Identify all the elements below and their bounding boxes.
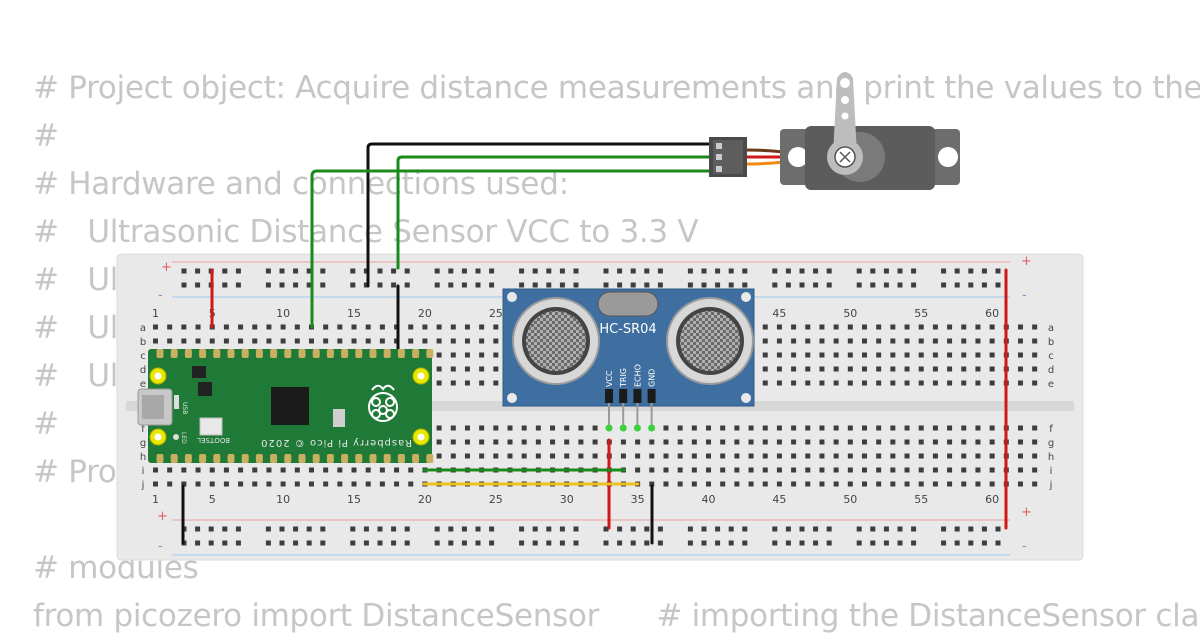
- code-line: from picozero import DistanceSensor # im…: [33, 598, 1200, 634]
- sensor-pin-label: GND: [648, 369, 657, 387]
- row-letter-label: c: [1048, 351, 1054, 362]
- column-number-label: 25: [489, 307, 503, 320]
- row-letter-label: g: [140, 438, 146, 449]
- sensor-pin-gnd: [647, 389, 656, 403]
- sensor-pin-echo: [633, 389, 642, 403]
- wire-black-servo-gnd[interactable]: [366, 142, 714, 288]
- row-letter-label: e: [1048, 379, 1054, 390]
- row-letter-label: e: [140, 379, 146, 390]
- led-indicator: [173, 434, 179, 440]
- code-line: # Project object: Acquire distance measu…: [33, 70, 1200, 106]
- receiver-transducer: [666, 297, 754, 385]
- column-number-label: 50: [843, 307, 857, 320]
- column-number-label: 45: [772, 307, 786, 320]
- column-number-label: 40: [702, 493, 716, 506]
- rail-minus-label: -: [1022, 539, 1027, 554]
- rail-plus-label: +: [161, 260, 172, 275]
- raspberry-pi-pico: Raspberry Pi Pico © 2020 BOOTSEL USB LED: [137, 349, 434, 463]
- sensor-pin-vcc: [605, 389, 613, 403]
- column-number-label: 20: [418, 493, 432, 506]
- rail-plus-label: +: [157, 509, 168, 524]
- code-line: #: [33, 118, 59, 154]
- column-number-label: 10: [276, 307, 290, 320]
- servo-motor: [709, 72, 960, 190]
- transmitter-transducer: [512, 297, 600, 385]
- crystal-oscillator: [597, 291, 659, 317]
- sensor-pin-trig: [619, 389, 628, 403]
- rail-minus-label: -: [158, 288, 163, 303]
- sensor-pin-label: ECHO: [633, 364, 642, 387]
- column-number-label: 15: [347, 307, 361, 320]
- rail-minus-label: -: [1022, 288, 1027, 303]
- code-line: # Ultrasonic Distance Sensor VCC to 3.3 …: [33, 214, 699, 250]
- column-number-label: 45: [772, 493, 786, 506]
- column-number-label: 55: [914, 493, 928, 506]
- row-letter-label: f: [1049, 424, 1053, 435]
- row-letter-label: h: [140, 452, 146, 463]
- column-number-label: 60: [985, 307, 999, 320]
- code-line: #: [33, 406, 59, 442]
- column-number-label: 35: [631, 493, 645, 506]
- row-letter-label: b: [1048, 337, 1054, 348]
- row-letter-label: i: [142, 466, 145, 477]
- wire-green-servo-signal[interactable]: [396, 155, 714, 270]
- row-letter-label: g: [1048, 438, 1054, 449]
- bootsel-button[interactable]: [199, 417, 223, 436]
- row-letter-label: d: [140, 365, 146, 376]
- column-number-label: 10: [276, 493, 290, 506]
- ultrasonic-sensor: HC-SR04 VCC TRIG ECHO GND: [502, 288, 755, 432]
- pico-board-text: Raspberry Pi Pico © 2020: [260, 437, 412, 448]
- column-number-label: 30: [560, 493, 574, 506]
- row-letter-label: j: [141, 480, 145, 491]
- row-letter-label: b: [140, 337, 146, 348]
- column-number-label: 25: [489, 493, 503, 506]
- rp2040-chip: [271, 387, 309, 425]
- led-label: LED: [180, 432, 187, 444]
- column-number-label: 20: [418, 307, 432, 320]
- row-letter-label: c: [140, 351, 146, 362]
- column-number-label: 55: [914, 307, 928, 320]
- sensor-pin-label: VCC: [605, 370, 614, 387]
- raspberry-logo-icon: [368, 384, 398, 422]
- rail-minus-label: -: [158, 539, 163, 554]
- row-letter-label: a: [140, 323, 146, 334]
- column-number-label: 50: [843, 493, 857, 506]
- rail-plus-label: +: [1021, 254, 1032, 269]
- row-letter-label: j: [1049, 480, 1053, 491]
- rail-plus-label: +: [1021, 505, 1032, 520]
- servo-screw-icon: [839, 151, 851, 163]
- row-letter-label: d: [1048, 365, 1054, 376]
- row-letter-label: a: [1048, 323, 1054, 334]
- row-letter-label: h: [1048, 452, 1054, 463]
- row-letter-label: i: [1050, 466, 1053, 477]
- column-number-label: 60: [985, 493, 999, 506]
- column-number-label: 1: [152, 307, 159, 320]
- column-number-label: 5: [209, 493, 216, 506]
- column-number-label: 1: [152, 493, 159, 506]
- bootsel-label: BOOTSEL: [197, 436, 230, 444]
- usb-label: USB: [181, 402, 188, 414]
- row-letter-label: f: [141, 424, 145, 435]
- wire-green-servo-power[interactable]: [310, 169, 714, 329]
- sensor-pin-label: TRIG: [619, 368, 628, 388]
- column-number-label: 15: [347, 493, 361, 506]
- sensor-model-label: HC-SR04: [599, 322, 656, 337]
